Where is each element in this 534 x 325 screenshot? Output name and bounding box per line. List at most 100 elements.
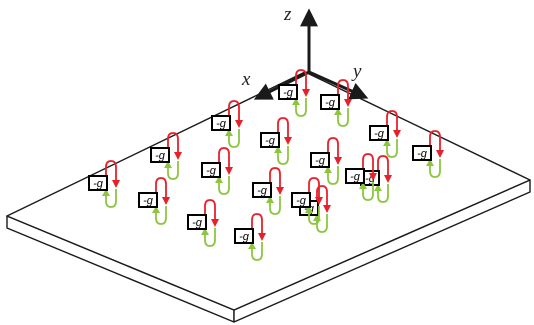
feedback-path-arrow (362, 182, 374, 201)
forward-arrowhead (323, 205, 331, 213)
feedback-loop: -g (278, 69, 310, 117)
feedback-path-arrow (377, 184, 389, 203)
feedback-arrowhead (201, 228, 209, 235)
forward-path-arrow (327, 137, 339, 160)
forward-arrowhead (436, 150, 444, 158)
gain-block-box (278, 84, 298, 100)
gain-block-label: -g (325, 97, 336, 109)
feedback-path-arrow (204, 228, 216, 247)
gain-block-label: -g (296, 195, 307, 207)
feedback-path-arrow (228, 129, 240, 148)
feedback-loop: -g (211, 100, 243, 148)
forward-arrowhead (174, 152, 182, 160)
forward-path-arrow (218, 147, 230, 170)
feedback-arrowhead (292, 98, 300, 105)
forward-path-arrow (228, 100, 240, 123)
gain-block-label: -g (417, 148, 428, 160)
forward-path-arrow (277, 117, 289, 140)
feedback-arrowhead (248, 242, 256, 249)
feedback-path-arrow (277, 146, 289, 165)
gain-block-box (412, 145, 432, 161)
forward-path-arrow (105, 160, 117, 183)
gain-block-label: -g (257, 185, 268, 197)
gain-block-box (310, 152, 330, 168)
forward-path-arrow (308, 177, 320, 200)
feedback-loop: -g (412, 130, 444, 178)
feedback-arrowhead (359, 182, 367, 189)
feedback-arrowhead (374, 184, 382, 191)
forward-path-arrow (386, 110, 398, 133)
feedback-path-arrow (386, 139, 398, 158)
gain-block-box (211, 115, 231, 131)
feedback-arrowhead (305, 206, 313, 213)
forward-arrowhead (302, 89, 310, 97)
gain-block-box (88, 175, 108, 191)
feedback-arrowhead (334, 108, 342, 115)
forward-arrowhead (393, 130, 401, 138)
feedback-loop: -g (138, 177, 170, 225)
forward-path-arrow (362, 153, 374, 176)
feedback-loop: -g (320, 79, 352, 127)
gain-block-box (345, 168, 365, 184)
forward-arrowhead (384, 175, 392, 183)
forward-arrowhead (334, 157, 342, 165)
gain-block-label: -g (192, 217, 203, 229)
feedback-path-arrow (269, 196, 281, 215)
feedback-path-arrow (105, 189, 117, 208)
feedback-path-arrow (327, 166, 339, 185)
gain-block-label: -g (216, 118, 227, 130)
feedback-loop: -g (150, 132, 182, 180)
gain-block-box (291, 192, 311, 208)
feedback-path-arrow (218, 176, 230, 195)
gain-block-box (260, 132, 280, 148)
gain-block-box (320, 94, 340, 110)
feedback-loop: -g (291, 177, 323, 225)
gain-block-label: -g (374, 128, 385, 140)
forward-path-arrow (167, 132, 179, 155)
gain-block-label: -g (265, 135, 276, 147)
gain-block-label: -g (365, 173, 376, 185)
y-axis-arrow (308, 70, 369, 100)
forward-path-arrow (155, 177, 167, 200)
feedback-path-arrow (167, 161, 179, 180)
forward-arrowhead (211, 219, 219, 227)
gain-block-box (150, 147, 170, 163)
forward-arrowhead (276, 187, 284, 195)
feedback-arrowhead (274, 146, 282, 153)
feedback-loop: -g (201, 147, 233, 195)
gain-block-label: -g (143, 195, 154, 207)
gain-block-label: -g (93, 178, 104, 190)
feedback-arrowhead (426, 159, 434, 166)
forward-arrowhead (258, 233, 266, 241)
forward-arrowhead (225, 167, 233, 175)
forward-path-arrow (429, 130, 441, 153)
feedback-arrowhead (383, 139, 391, 146)
forward-arrowhead (112, 180, 120, 188)
forward-arrowhead (284, 137, 292, 145)
forward-arrowhead (235, 120, 243, 128)
gain-block-label: -g (350, 171, 361, 183)
feedback-arrowhead (324, 166, 332, 173)
gain-block-box (369, 125, 389, 141)
forward-path-arrow (377, 155, 389, 178)
gain-block-box (201, 162, 221, 178)
gain-block-label: -g (206, 165, 217, 177)
feedback-loop: -g (187, 199, 219, 247)
gain-block-box (187, 214, 207, 230)
feedback-path-arrow (308, 206, 320, 225)
feedback-arrowhead (152, 206, 160, 213)
gain-block-label: -g (315, 155, 326, 167)
feedback-loop: -g (88, 160, 120, 208)
feedback-path-arrow (155, 206, 167, 225)
feedback-loop: -g (345, 153, 377, 201)
feedback-path-arrow (316, 214, 328, 233)
y-axis-label: y (351, 61, 362, 82)
feedback-arrowhead (215, 176, 223, 183)
gain-block-box (234, 228, 254, 244)
forward-path-arrow (295, 69, 307, 92)
feedback-loop-grid: -g-g-g-g-g-g-g-g-g-g-g-g-g-g-g-g-g-g (88, 69, 444, 261)
forward-path-arrow (204, 199, 216, 222)
forward-path-arrow (269, 167, 281, 190)
feedback-loop: -g (369, 110, 401, 158)
